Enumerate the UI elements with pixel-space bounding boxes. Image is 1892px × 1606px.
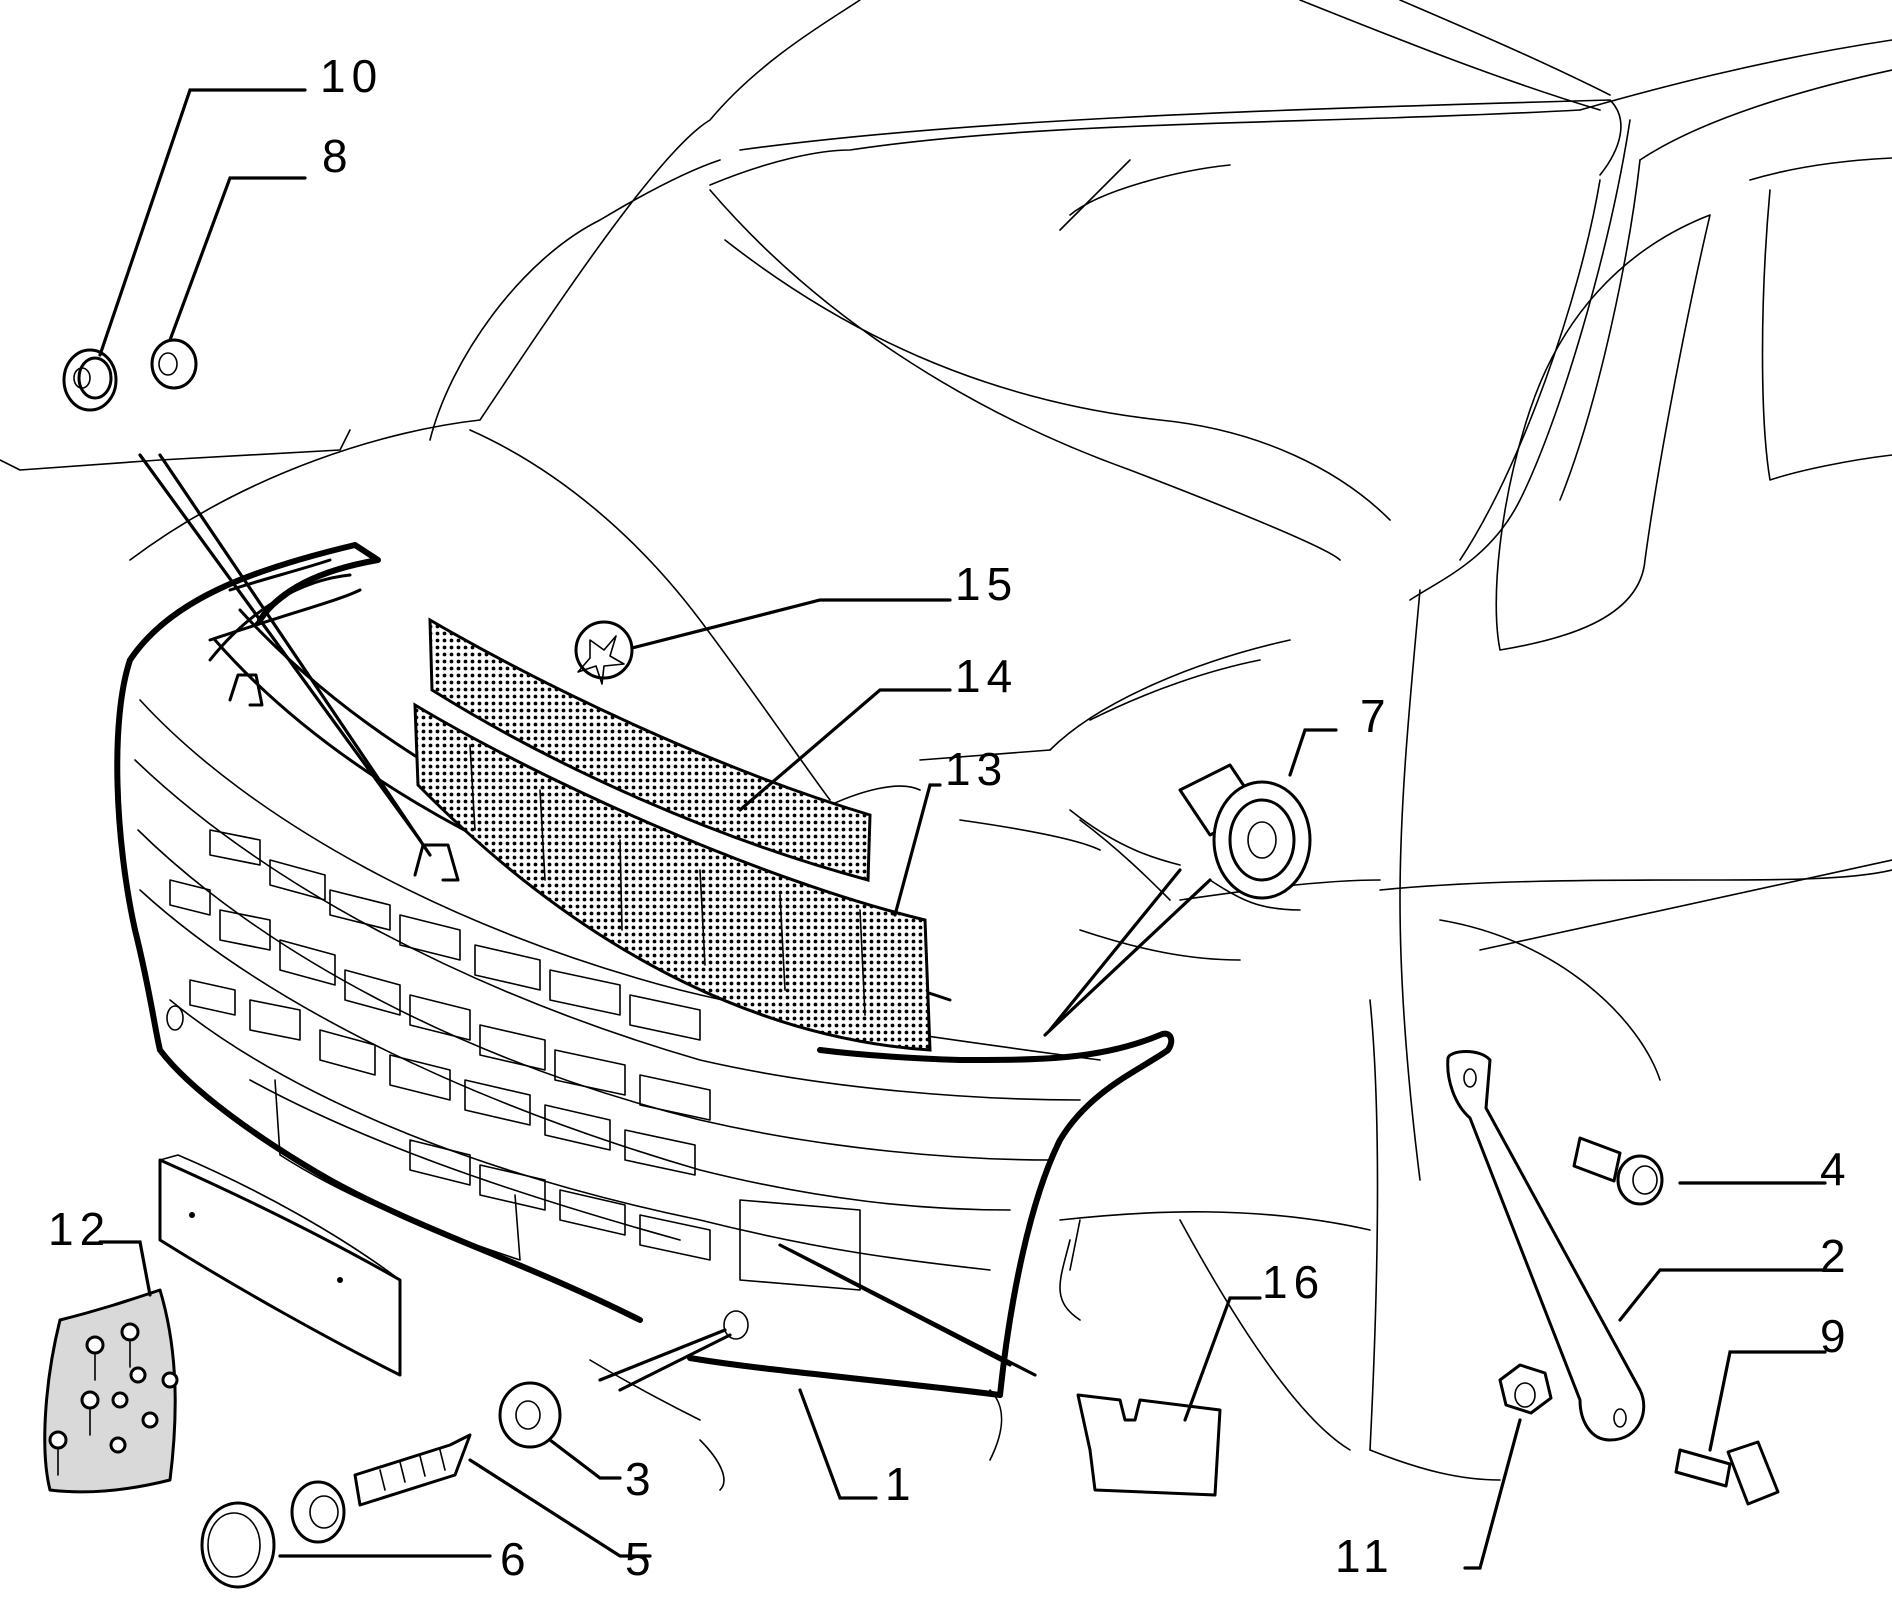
- callout-labels: 10 8 15 14 13 7 4 2 9 16 12 11 3 5 6 1: [48, 50, 1852, 1585]
- bolt-part-4: [1572, 1136, 1664, 1206]
- washer-part-3: [498, 1381, 562, 1449]
- callout-5: 5: [625, 1533, 657, 1585]
- callout-2: 2: [1820, 1230, 1852, 1282]
- callout-16: 16: [1262, 1256, 1325, 1308]
- car-body-outline: [129, 0, 1892, 1491]
- callout-7: 7: [1360, 690, 1392, 742]
- fastener-kit-part-12: [43, 1288, 179, 1494]
- callout-4: 4: [1820, 1143, 1852, 1195]
- bracket-plate-part-16: [1076, 1393, 1222, 1497]
- callout-11: 11: [1335, 1530, 1395, 1582]
- callout-12: 12: [48, 1203, 111, 1255]
- bumper-part-1: [114, 542, 1175, 1398]
- license-plate-bracket: [158, 1154, 402, 1377]
- callout-13: 13: [945, 743, 1008, 795]
- callout-10: 10: [320, 50, 383, 102]
- cap-part-6: [200, 1501, 276, 1589]
- upper-grille-part-14: [428, 617, 872, 882]
- leader-lines: [0, 88, 1827, 1570]
- lamp-socket-part-7: [1178, 763, 1312, 900]
- callout-6: 6: [500, 1533, 532, 1585]
- support-strap-part-2: [1446, 1050, 1646, 1442]
- callout-9: 9: [1820, 1310, 1852, 1362]
- lower-grille-part-13: [413, 702, 932, 1052]
- screw-part-5: [290, 1433, 472, 1544]
- flange-nut-part-10: [62, 348, 118, 412]
- callout-8: 8: [322, 130, 354, 182]
- hex-nut-part-11: [1498, 1363, 1553, 1415]
- washer-part-8: [150, 338, 198, 390]
- callout-14: 14: [955, 650, 1018, 702]
- push-clip-part-15: [574, 620, 634, 685]
- bolt-part-9: [1674, 1440, 1780, 1506]
- callout-1: 1: [885, 1458, 917, 1510]
- callout-15: 15: [955, 558, 1018, 610]
- callout-3: 3: [625, 1453, 657, 1505]
